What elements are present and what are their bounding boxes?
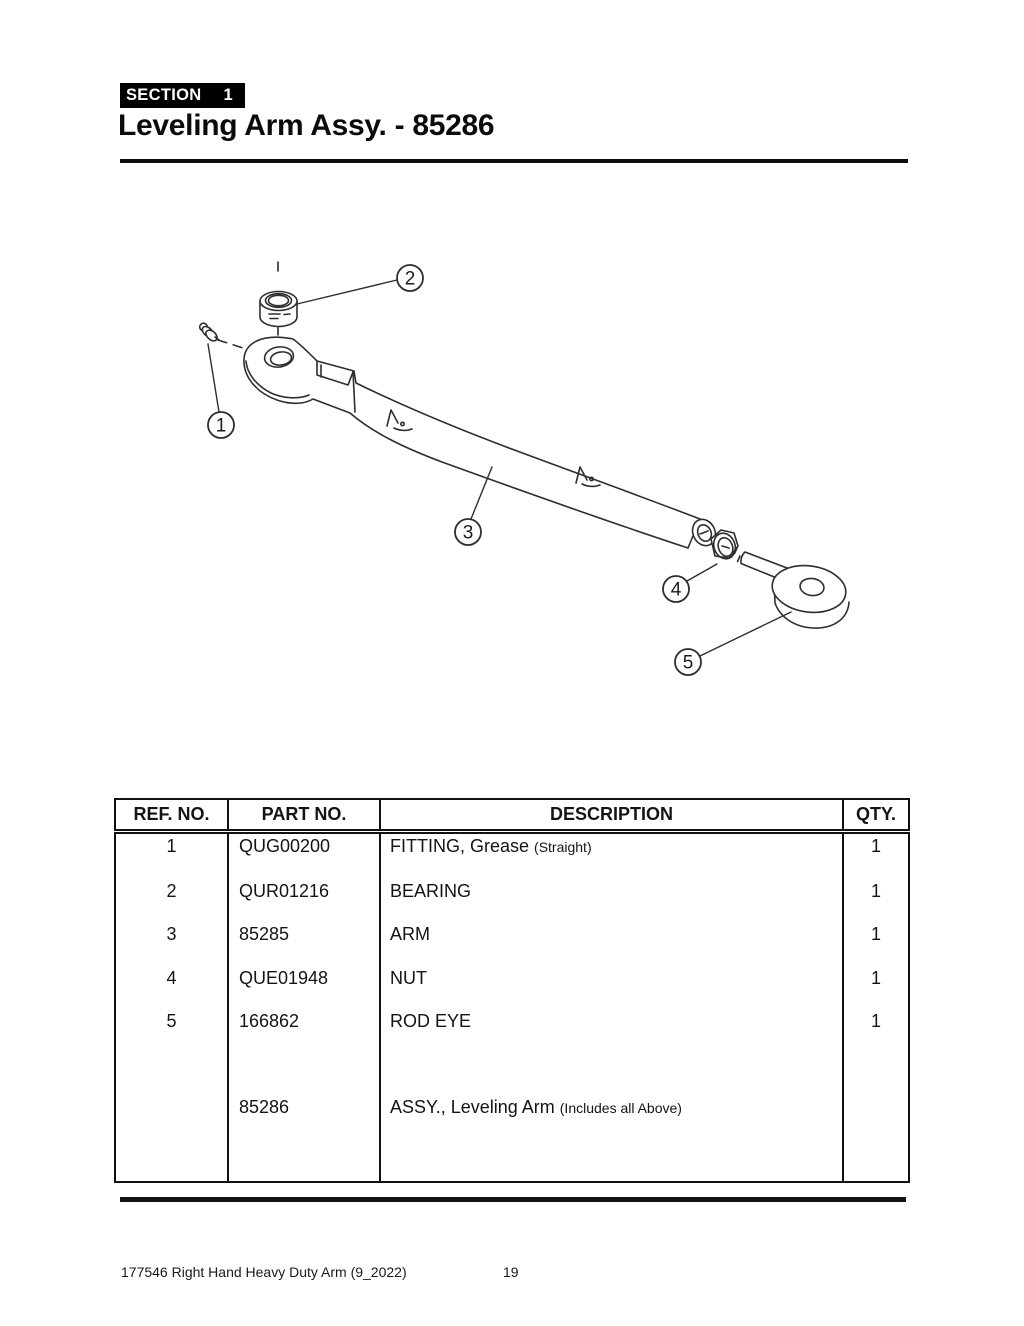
bearing-illustration [259, 290, 298, 328]
header-qty: QTY. [842, 798, 910, 834]
desc-text: BEARING [390, 881, 472, 902]
cell-qty [842, 1052, 910, 1096]
cell-part: 85286 [227, 1095, 381, 1139]
cell-ref [114, 1052, 229, 1096]
callout-5: 5 [674, 648, 702, 676]
desc-text: ROD EYE [390, 1010, 472, 1031]
cell-qty [842, 1095, 910, 1139]
exploded-view-diagram: 1 2 3 4 5 [198, 261, 850, 676]
desc-text: ASSY., Leveling Arm [390, 1097, 555, 1118]
desc-text: FITTING, Grease [390, 836, 530, 856]
page-title: Leveling Arm Assy. - 85286 [118, 109, 495, 142]
cell-ref [114, 1095, 229, 1139]
cell-part: 166862 [227, 1008, 381, 1053]
table-row-assembly: 85286 ASSY., Leveling Arm(Includes all A… [114, 1095, 910, 1139]
cell-qty: 1 [842, 879, 910, 923]
parts-table-header-row: REF. NO. PART NO. DESCRIPTION QTY. [114, 798, 910, 834]
cell-qty: 1 [842, 1008, 910, 1053]
callout-4-label: 4 [671, 580, 682, 601]
callout-leader-lines [207, 279, 792, 657]
callout-2: 2 [396, 264, 424, 292]
callout-2-label: 2 [405, 269, 416, 290]
arm-illustration [243, 336, 717, 549]
cell-ref: 1 [114, 831, 229, 880]
cell-desc: BEARING [379, 879, 844, 923]
cell-qty: 1 [842, 965, 910, 1009]
callout-3-label: 3 [463, 523, 474, 544]
section-number: 1 [223, 86, 233, 104]
title-rule [120, 159, 908, 163]
footer-doc-ref: 177546 Right Hand Heavy Duty Arm (9_2022… [121, 1264, 407, 1280]
footer-page-number: 19 [503, 1264, 519, 1280]
table-row-spacer [114, 1052, 910, 1096]
cell-part: QUG00200 [227, 831, 381, 880]
callout-5-label: 5 [683, 653, 694, 674]
cell-desc: ASSY., Leveling Arm(Includes all Above) [379, 1095, 844, 1139]
callout-3: 3 [454, 518, 482, 546]
cell-desc: ROD EYE [379, 1008, 844, 1053]
cell-qty: 1 [842, 922, 910, 966]
cell-ref: 4 [114, 965, 229, 1009]
table-row-filler [114, 1138, 910, 1182]
callout-1-label: 1 [216, 416, 227, 437]
cell-part: 85285 [227, 922, 381, 966]
cell-qty: 1 [842, 831, 910, 880]
cell-part: QUR01216 [227, 879, 381, 923]
header-description: DESCRIPTION [379, 798, 844, 834]
cell-desc: FITTING, Grease(Straight) [379, 831, 844, 880]
cell-ref: 2 [114, 879, 229, 923]
footer-rule [120, 1197, 906, 1202]
parts-table: REF. NO. PART NO. DESCRIPTION QTY. 1 QUG… [114, 798, 910, 1183]
desc-text: ARM [390, 924, 430, 945]
section-label: SECTION [126, 86, 202, 104]
header-ref-no: REF. NO. [114, 798, 229, 834]
cell-part: QUE01948 [227, 965, 381, 1009]
table-row: 1 QUG00200 FITTING, Grease(Straight) 1 [114, 831, 910, 880]
table-row: 5 166862 ROD EYE 1 [114, 1008, 910, 1053]
nut-illustration [710, 529, 739, 560]
cell-ref: 5 [114, 1008, 229, 1053]
rod-eye-illustration [733, 547, 850, 629]
desc-note: (Includes all Above) [559, 1100, 682, 1117]
cell-desc: NUT [379, 965, 844, 1009]
section-badge: SECTION 1 [120, 83, 245, 108]
table-row: 4 QUE01948 NUT 1 [114, 965, 910, 1009]
table-row: 3 85285 ARM 1 [114, 922, 910, 966]
cell-desc: ARM [379, 922, 844, 966]
desc-note: (Straight) [534, 839, 592, 855]
cell-desc [379, 1052, 844, 1096]
desc-text: NUT [390, 967, 427, 988]
header-part-no: PART NO. [227, 798, 381, 834]
table-row: 2 QUR01216 BEARING 1 [114, 879, 910, 923]
cell-part [227, 1052, 381, 1096]
grease-fitting-illustration [198, 322, 220, 342]
callout-4: 4 [662, 575, 690, 603]
callout-1: 1 [207, 411, 235, 439]
cell-ref: 3 [114, 922, 229, 966]
